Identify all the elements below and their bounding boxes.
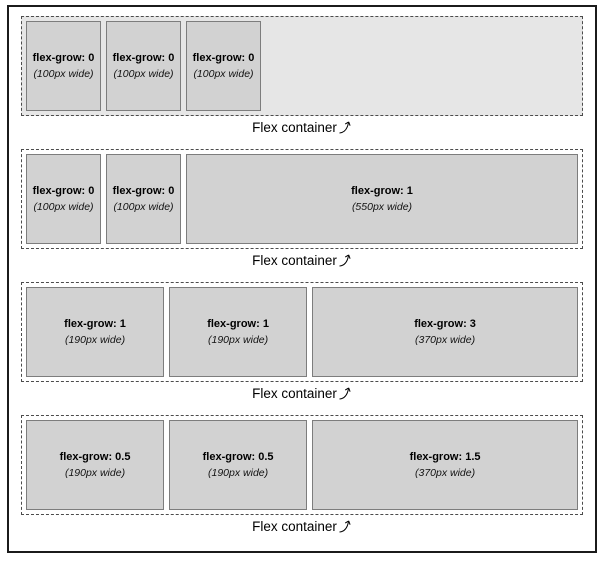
container-caption: Flex container bbox=[21, 517, 583, 537]
item-width-note: (370px wide) bbox=[414, 334, 476, 346]
item-width-note: (100px wide) bbox=[113, 68, 174, 80]
flex-grow-value: flex-grow: 0.5 bbox=[59, 451, 131, 463]
flex-item: flex-grow: 0 (100px wide) bbox=[106, 154, 181, 244]
flex-container-2: flex-grow: 0 (100px wide) flex-grow: 0 (… bbox=[21, 149, 583, 249]
item-width-note: (100px wide) bbox=[33, 201, 94, 213]
curved-arrow-icon bbox=[338, 119, 352, 135]
flex-grow-value: flex-grow: 0 bbox=[32, 185, 95, 197]
curved-arrow-icon bbox=[338, 518, 352, 534]
item-width-note: (190px wide) bbox=[64, 467, 126, 479]
flex-item: flex-grow: 0 (100px wide) bbox=[186, 21, 261, 111]
figure-frame: flex-grow: 0 (100px wide) flex-grow: 0 (… bbox=[7, 5, 597, 553]
item-width-note: (190px wide) bbox=[208, 334, 269, 346]
flex-container-4: flex-grow: 0.5 (190px wide) flex-grow: 0… bbox=[21, 415, 583, 515]
container-caption-label: Flex container bbox=[252, 120, 337, 135]
item-width-note: (550px wide) bbox=[351, 201, 413, 213]
item-width-note: (100px wide) bbox=[33, 68, 94, 80]
flex-item: flex-grow: 1 (190px wide) bbox=[169, 287, 308, 377]
flex-item: flex-grow: 1 (190px wide) bbox=[26, 287, 165, 377]
item-width-note: (100px wide) bbox=[193, 68, 254, 80]
flex-item: flex-grow: 0.5 (190px wide) bbox=[26, 420, 165, 510]
flex-grow-value: flex-grow: 1.5 bbox=[409, 451, 481, 463]
flex-item: flex-grow: 0 (100px wide) bbox=[26, 21, 101, 111]
curved-arrow-icon bbox=[338, 252, 352, 268]
item-width-note: (190px wide) bbox=[64, 334, 126, 346]
flex-demo-row-1: flex-grow: 0 (100px wide) flex-grow: 0 (… bbox=[21, 16, 583, 138]
flex-grow-value: flex-grow: 0 bbox=[112, 185, 175, 197]
item-width-note: (100px wide) bbox=[113, 201, 174, 213]
flex-container-3: flex-grow: 1 (190px wide) flex-grow: 1 (… bbox=[21, 282, 583, 382]
flex-grow-value: flex-grow: 0 bbox=[112, 52, 175, 64]
item-width-note: (190px wide) bbox=[208, 467, 269, 479]
flex-item: flex-grow: 0 (100px wide) bbox=[26, 154, 101, 244]
flex-item: flex-grow: 1 (550px wide) bbox=[186, 154, 578, 244]
flex-item: flex-grow: 0.5 (190px wide) bbox=[169, 420, 308, 510]
container-caption-label: Flex container bbox=[252, 253, 337, 268]
flex-grow-value: flex-grow: 0.5 bbox=[202, 451, 274, 463]
curved-arrow-icon bbox=[338, 385, 352, 401]
container-caption: Flex container bbox=[21, 251, 583, 271]
flex-item: flex-grow: 3 (370px wide) bbox=[312, 287, 579, 377]
container-caption: Flex container bbox=[21, 384, 583, 404]
flex-grow-value: flex-grow: 1 bbox=[351, 185, 413, 197]
flex-container-1: flex-grow: 0 (100px wide) flex-grow: 0 (… bbox=[21, 16, 583, 116]
flex-item: flex-grow: 0 (100px wide) bbox=[106, 21, 181, 111]
container-caption-label: Flex container bbox=[252, 519, 337, 534]
flex-item: flex-grow: 1.5 (370px wide) bbox=[312, 420, 579, 510]
flex-grow-value: flex-grow: 1 bbox=[64, 318, 126, 330]
flex-demo-row-4: flex-grow: 0.5 (190px wide) flex-grow: 0… bbox=[21, 415, 583, 537]
flex-grow-value: flex-grow: 0 bbox=[192, 52, 255, 64]
flex-grow-value: flex-grow: 3 bbox=[414, 318, 476, 330]
container-caption-label: Flex container bbox=[252, 386, 337, 401]
flex-grow-value: flex-grow: 1 bbox=[207, 318, 269, 330]
container-caption: Flex container bbox=[21, 118, 583, 138]
flex-grow-value: flex-grow: 0 bbox=[32, 52, 95, 64]
flex-demo-row-3: flex-grow: 1 (190px wide) flex-grow: 1 (… bbox=[21, 282, 583, 404]
flex-demo-row-2: flex-grow: 0 (100px wide) flex-grow: 0 (… bbox=[21, 149, 583, 271]
item-width-note: (370px wide) bbox=[414, 467, 476, 479]
